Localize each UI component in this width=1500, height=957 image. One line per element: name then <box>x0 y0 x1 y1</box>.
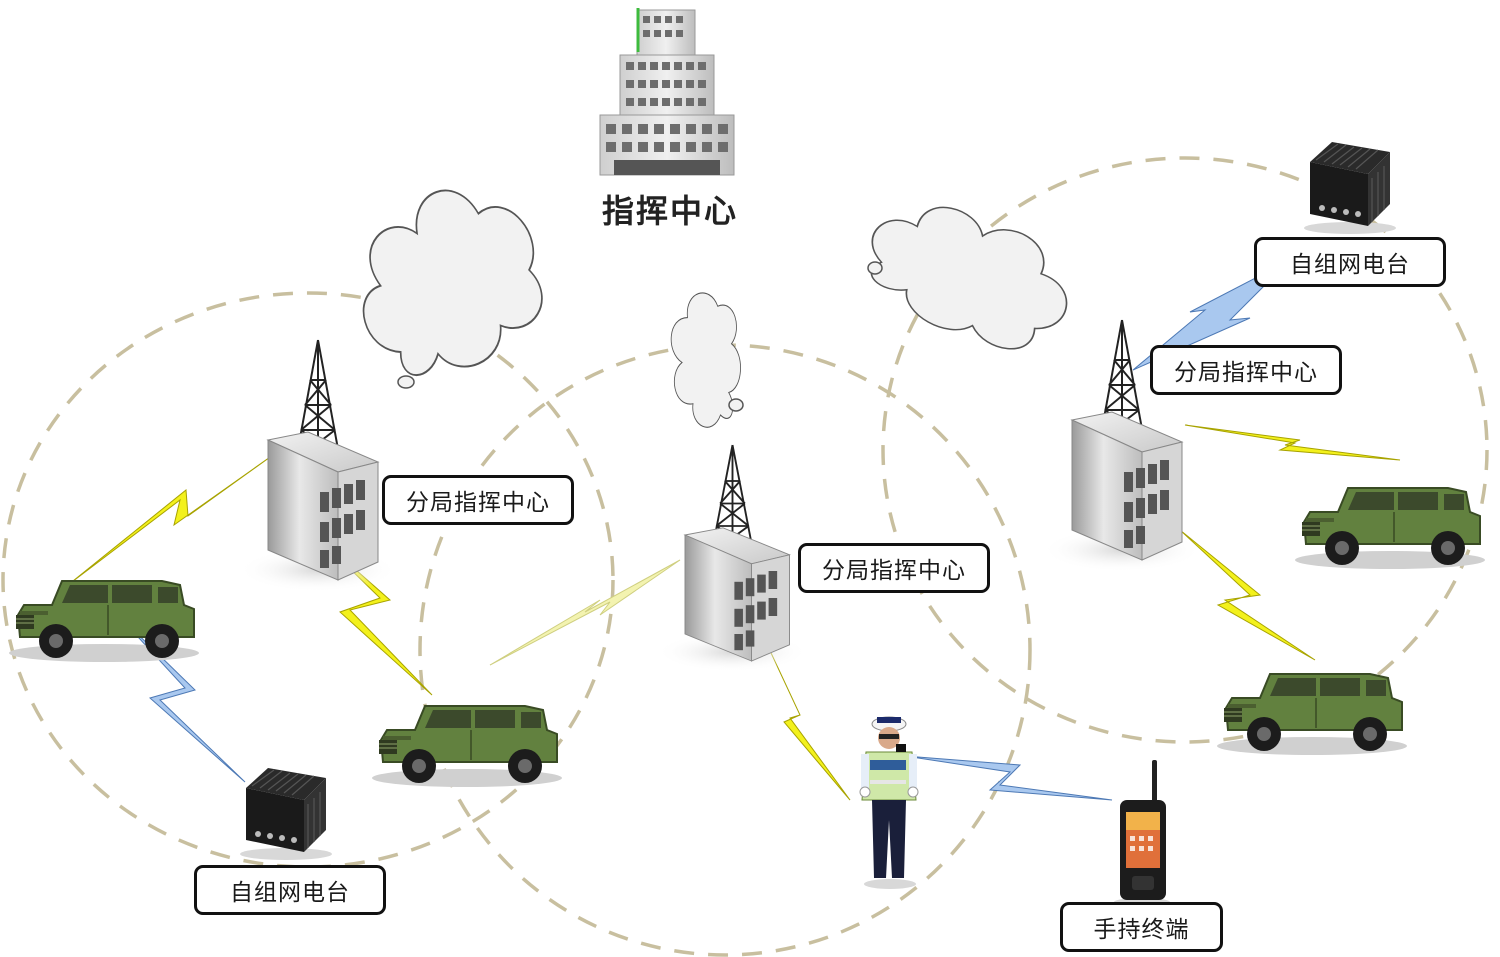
wireless-link <box>489 559 681 666</box>
wireless-link <box>1179 529 1316 661</box>
wireless-links-blue <box>114 259 1291 801</box>
military-vehicle-icon <box>8 580 200 663</box>
label-handheld: 手持终端 <box>1060 902 1223 952</box>
military-vehicle-icon <box>1216 673 1408 756</box>
label-substation-right: 分局指挥中心 <box>1150 345 1342 395</box>
wireless-link <box>1132 259 1291 371</box>
coverage-ring-right <box>881 156 1489 744</box>
handheld-terminal-icon <box>1114 760 1170 906</box>
radio-station-icon <box>1303 141 1397 235</box>
label-radio-left: 自组网电台 <box>194 865 386 915</box>
wireless-link <box>904 755 1113 801</box>
wireless-link <box>764 639 851 801</box>
label-substation-left: 分局指挥中心 <box>382 475 574 525</box>
cloud-icon <box>848 176 1088 374</box>
cloud-icon <box>324 160 575 405</box>
wireless-link <box>1184 424 1401 461</box>
military-vehicle-icon <box>371 705 563 788</box>
signal-tower-icon <box>655 444 810 673</box>
headquarters-building-icon <box>599 8 735 176</box>
signal-tower-icon <box>237 339 399 593</box>
traffic-police-icon <box>859 716 919 889</box>
coverage-ring-left <box>1 291 615 869</box>
radio-station-icon <box>239 767 333 861</box>
label-substation-center: 分局指挥中心 <box>798 543 990 593</box>
wireless-links-yellow <box>67 424 1401 801</box>
military-vehicle-icon <box>1294 487 1486 570</box>
label-radio-right: 自组网电台 <box>1254 237 1446 287</box>
wireless-link <box>304 524 433 696</box>
wireless-link <box>114 611 246 783</box>
page-title: 指挥中心 <box>601 192 738 230</box>
